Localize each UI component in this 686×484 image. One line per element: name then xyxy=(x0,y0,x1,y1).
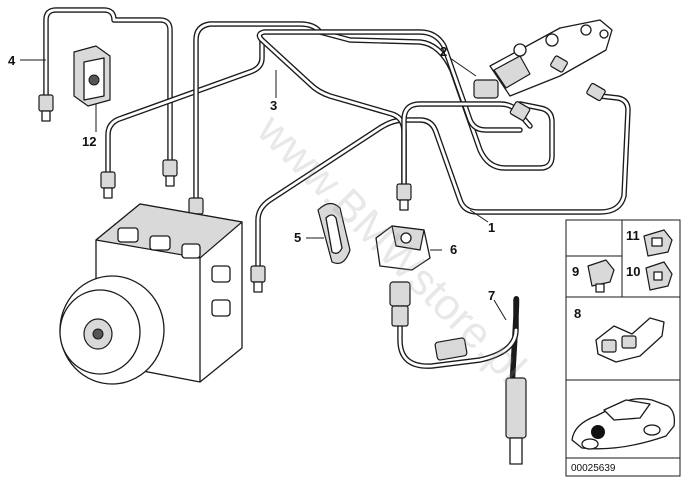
watermark: www.BMWstore.pl xyxy=(247,104,535,392)
diagram-code: 00025639 xyxy=(571,463,616,474)
nut-pipe-1 xyxy=(396,183,412,211)
brake-pipes xyxy=(43,7,631,271)
detail-panels: 11 9 10 8 xyxy=(565,219,681,477)
callout-10: 10 xyxy=(626,264,640,279)
callout-6: 6 xyxy=(450,242,457,257)
pipe-left-front xyxy=(105,37,265,178)
pipe-1 xyxy=(256,29,523,188)
callout-1: 1 xyxy=(488,220,495,235)
hydraulic-unit xyxy=(59,203,243,385)
pipe-4 xyxy=(43,7,173,163)
callout-7: 7 xyxy=(488,288,495,303)
nut-pipe-2 xyxy=(250,265,266,293)
nut-pipe-4 xyxy=(38,94,54,122)
callout-8: 8 xyxy=(574,306,581,321)
part-10-clip: 10 xyxy=(626,261,673,291)
pipe-nuts xyxy=(38,94,412,293)
pipe-2 xyxy=(255,93,631,271)
callout-5: 5 xyxy=(294,230,301,245)
callout-numbers: 4 2 3 12 5 6 1 7 xyxy=(8,44,495,303)
callout-9: 9 xyxy=(572,264,579,279)
car-location-icon xyxy=(571,398,676,450)
callout-12: 12 xyxy=(82,134,96,149)
pipe-3 xyxy=(193,21,555,203)
master-cylinder-block xyxy=(473,19,613,121)
part-11-clip: 11 xyxy=(626,228,673,257)
part-8-holder: 8 xyxy=(574,306,665,363)
pump-motor xyxy=(59,275,165,385)
part-6-bracket xyxy=(375,225,431,271)
part-5-grommet xyxy=(317,202,351,265)
callout-4: 4 xyxy=(8,53,16,68)
callout-11: 11 xyxy=(626,228,640,243)
part-9-clip: 9 xyxy=(572,259,615,293)
part-12-rubber-mount xyxy=(73,45,111,107)
leader-lines xyxy=(20,57,507,321)
callout-3: 3 xyxy=(270,98,277,113)
nut-pipe-left-front xyxy=(100,171,116,199)
callout-2: 2 xyxy=(440,44,447,59)
part-7-brake-hose xyxy=(389,281,527,465)
nut-pipe-middle xyxy=(162,159,178,187)
